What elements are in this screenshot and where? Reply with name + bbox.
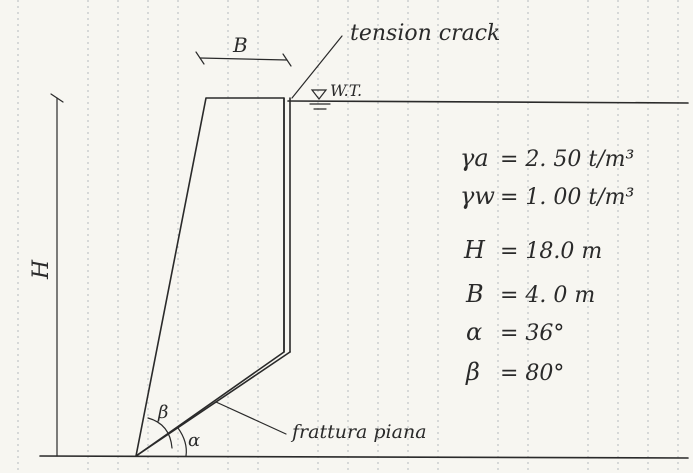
angle-beta-arc (147, 417, 173, 449)
param-gamma-a-value: = 2. 50 t/m³ (500, 147, 634, 172)
failure-plane-leader (215, 401, 287, 435)
ground-surface-line (287, 100, 689, 104)
tension-crack-label: tension crack (350, 21, 500, 46)
height-label: H (29, 259, 54, 280)
angle-alpha-arc (177, 427, 187, 457)
width-label: B (232, 33, 248, 57)
param-h-symbol: H (463, 236, 486, 264)
param-gamma-w-symbol: γw (460, 182, 495, 210)
parameter-list: γa = 2. 50 t/m³ γw = 1. 00 t/m³ H = 18.0… (460, 144, 634, 386)
angle-alpha-label: α (188, 430, 200, 451)
param-b-value: = 4. 0 m (500, 283, 595, 308)
water-table-label: W.T. (330, 81, 362, 100)
base-line (39, 455, 689, 459)
param-beta-symbol: β (465, 358, 480, 386)
param-h-value: = 18.0 m (500, 239, 602, 264)
angle-beta-label: β (157, 402, 168, 423)
tension-crack-leader (291, 35, 343, 99)
failure-plane-label: frattura piana (290, 421, 427, 443)
param-alpha-symbol: α (466, 318, 482, 346)
graph-paper-grid (17, 0, 679, 473)
failure-plane-line (135, 351, 291, 457)
water-table-icon (309, 89, 331, 110)
param-gamma-a-symbol: γa (460, 144, 489, 172)
param-gamma-w-value: = 1. 00 t/m³ (500, 185, 634, 210)
width-dimension (195, 51, 292, 67)
param-alpha-value: = 36° (500, 321, 564, 346)
param-beta-value: = 80° (500, 361, 564, 386)
height-dimension (50, 93, 64, 457)
param-b-symbol: B (465, 280, 484, 308)
